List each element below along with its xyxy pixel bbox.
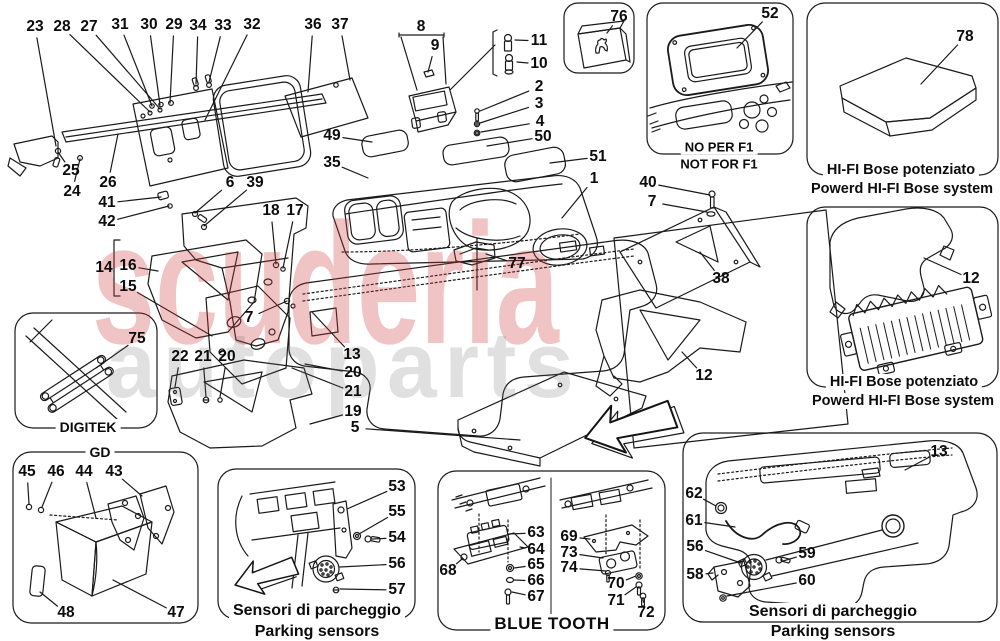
inset-box-bose-amplifier [806, 206, 999, 388]
inset-box-pouch [563, 2, 635, 74]
part-floor-panel [457, 371, 647, 467]
part-heat-shields [147, 239, 296, 385]
inset-box-parking-left [217, 468, 416, 620]
inset-box-shift-gate [646, 2, 794, 155]
part-console-top [332, 174, 598, 266]
callout-leader-lines [27, 21, 962, 609]
ferrari-horse-icon [595, 37, 608, 54]
inset-box-parking-right [682, 432, 998, 623]
part-front-rail [7, 74, 327, 177]
part-right-panels [595, 190, 761, 397]
part-ashtray [398, 29, 514, 137]
checkered-flag-watermark [613, 209, 849, 449]
direction-arrow [584, 399, 685, 459]
part-rubber-mats [212, 75, 369, 177]
inset-box-digitek [14, 312, 158, 429]
inset-box-bose-cushion [806, 2, 999, 176]
inset-box-bluetooth [437, 470, 666, 631]
inset-box-gd [12, 451, 199, 624]
part-rear-bracket [157, 190, 309, 347]
bracket-14 [113, 239, 121, 297]
part-lower-insulation [167, 359, 313, 449]
part-tunnel-shell [288, 237, 658, 437]
part-console-mats [361, 129, 566, 183]
part-mounting-plate [132, 88, 229, 187]
